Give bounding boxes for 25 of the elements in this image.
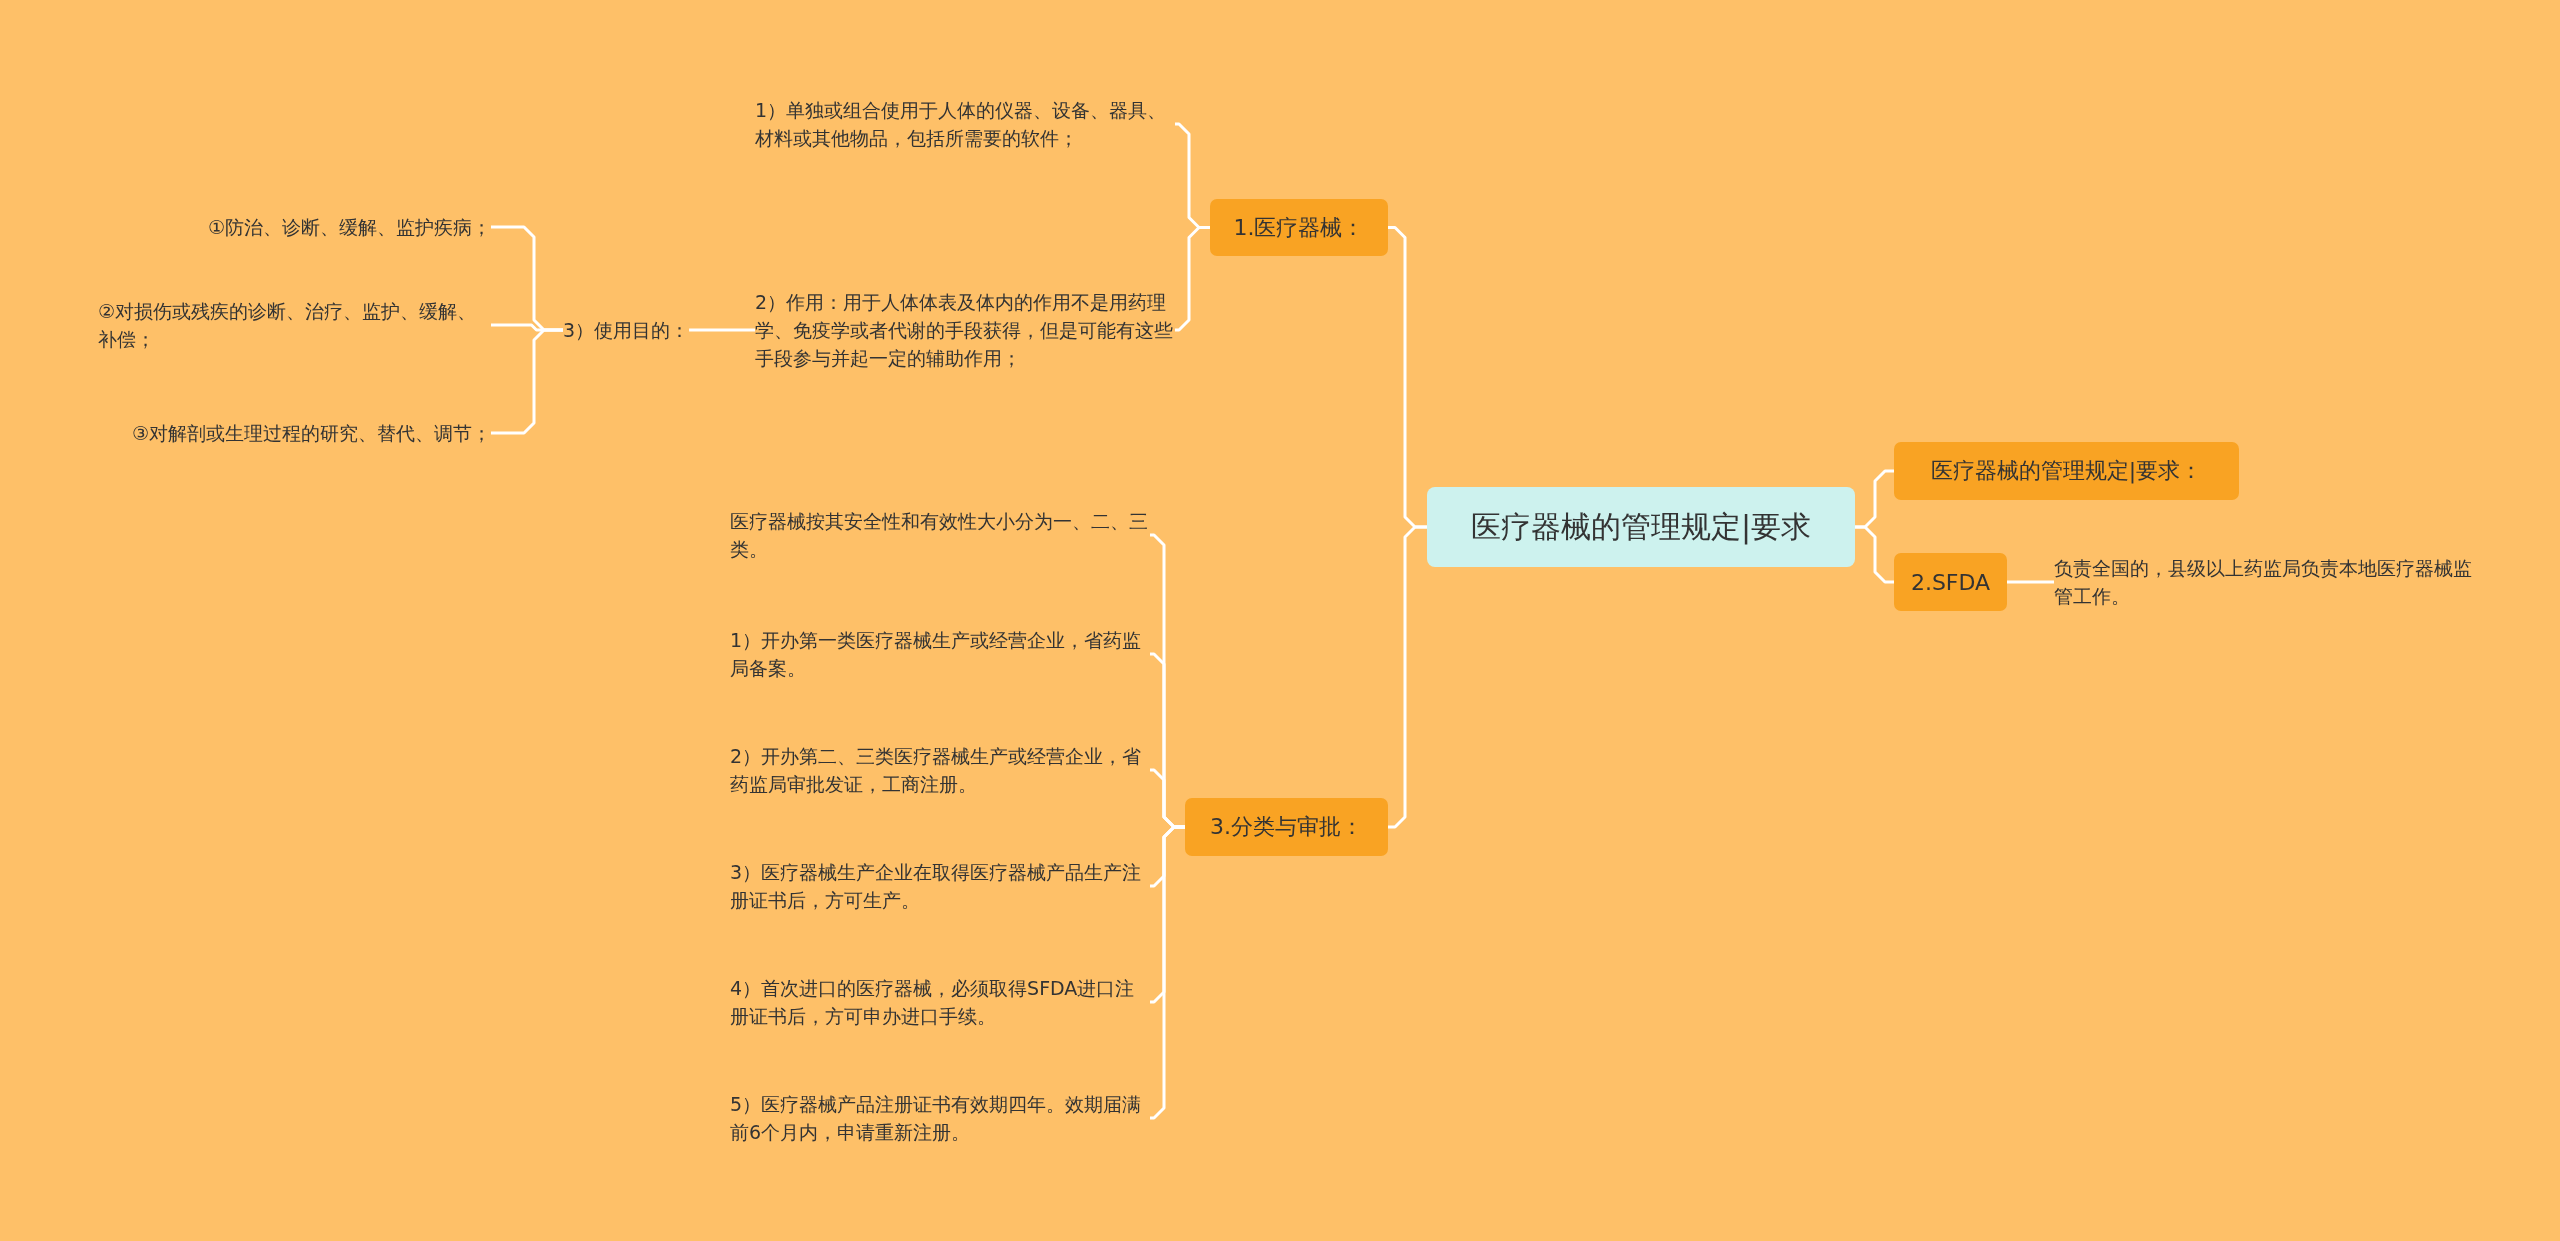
topic-text: 4）首次进口的医疗器械，必须取得SFDA进口注册证书后，方可申办进口手续。 bbox=[730, 974, 1150, 1030]
topic-text: 1）开办第一类医疗器械生产或经营企业，省药监局备案。 bbox=[730, 626, 1150, 682]
topic-text: 3）医疗器械生产企业在取得医疗器械产品生产注册证书后，方可生产。 bbox=[730, 858, 1150, 914]
topic-text: 负责全国的，县级以上药监局负责本地医疗器械监管工作。 bbox=[2054, 554, 2474, 610]
connector-line bbox=[2007, 580, 2054, 584]
central-topic: 医疗器械的管理规定|要求 bbox=[1427, 487, 1855, 567]
topic-text: 1）单独或组合使用于人体的仪器、设备、器具、材料或其他物品，包括所需要的软件； bbox=[755, 96, 1175, 152]
topic-text: ①防治、诊断、缓解、监护疾病； bbox=[78, 213, 491, 241]
topic-box: 医疗器械的管理规定|要求： bbox=[1894, 442, 2239, 500]
connector-line bbox=[1388, 525, 1427, 829]
connector-line bbox=[1175, 226, 1210, 332]
topic-text: 2）作用：用于人体体表及体内的作用不是用药理学、免疫学或者代谢的手段获得，但是可能有这些手段参与并起一定的辅助作用； bbox=[755, 288, 1175, 372]
topic-text: 3）使用目的： bbox=[563, 316, 690, 344]
topic-text: ②对损伤或残疾的诊断、治疗、监护、缓解、补偿； bbox=[98, 297, 491, 353]
connector-line bbox=[1150, 825, 1185, 1120]
connector-line bbox=[689, 328, 755, 332]
topic-text: 2）开办第二、三类医疗器械生产或经营企业，省药监局审批发证，工商注册。 bbox=[730, 742, 1150, 798]
topic-text: ③对解剖或生理过程的研究、替代、调节； bbox=[78, 419, 491, 447]
topic-text: 医疗器械按其安全性和有效性大小分为一、二、三类。 bbox=[730, 507, 1150, 563]
topic-text: 5）医疗器械产品注册证书有效期四年。效期届满前6个月内，申请重新注册。 bbox=[730, 1090, 1150, 1146]
connector-line bbox=[491, 328, 563, 435]
topic-box: 1.医疗器械： bbox=[1210, 199, 1388, 256]
topic-box: 2.SFDA bbox=[1894, 553, 2007, 611]
topic-box: 3.分类与审批： bbox=[1185, 798, 1388, 856]
connector-line bbox=[1855, 525, 1894, 584]
